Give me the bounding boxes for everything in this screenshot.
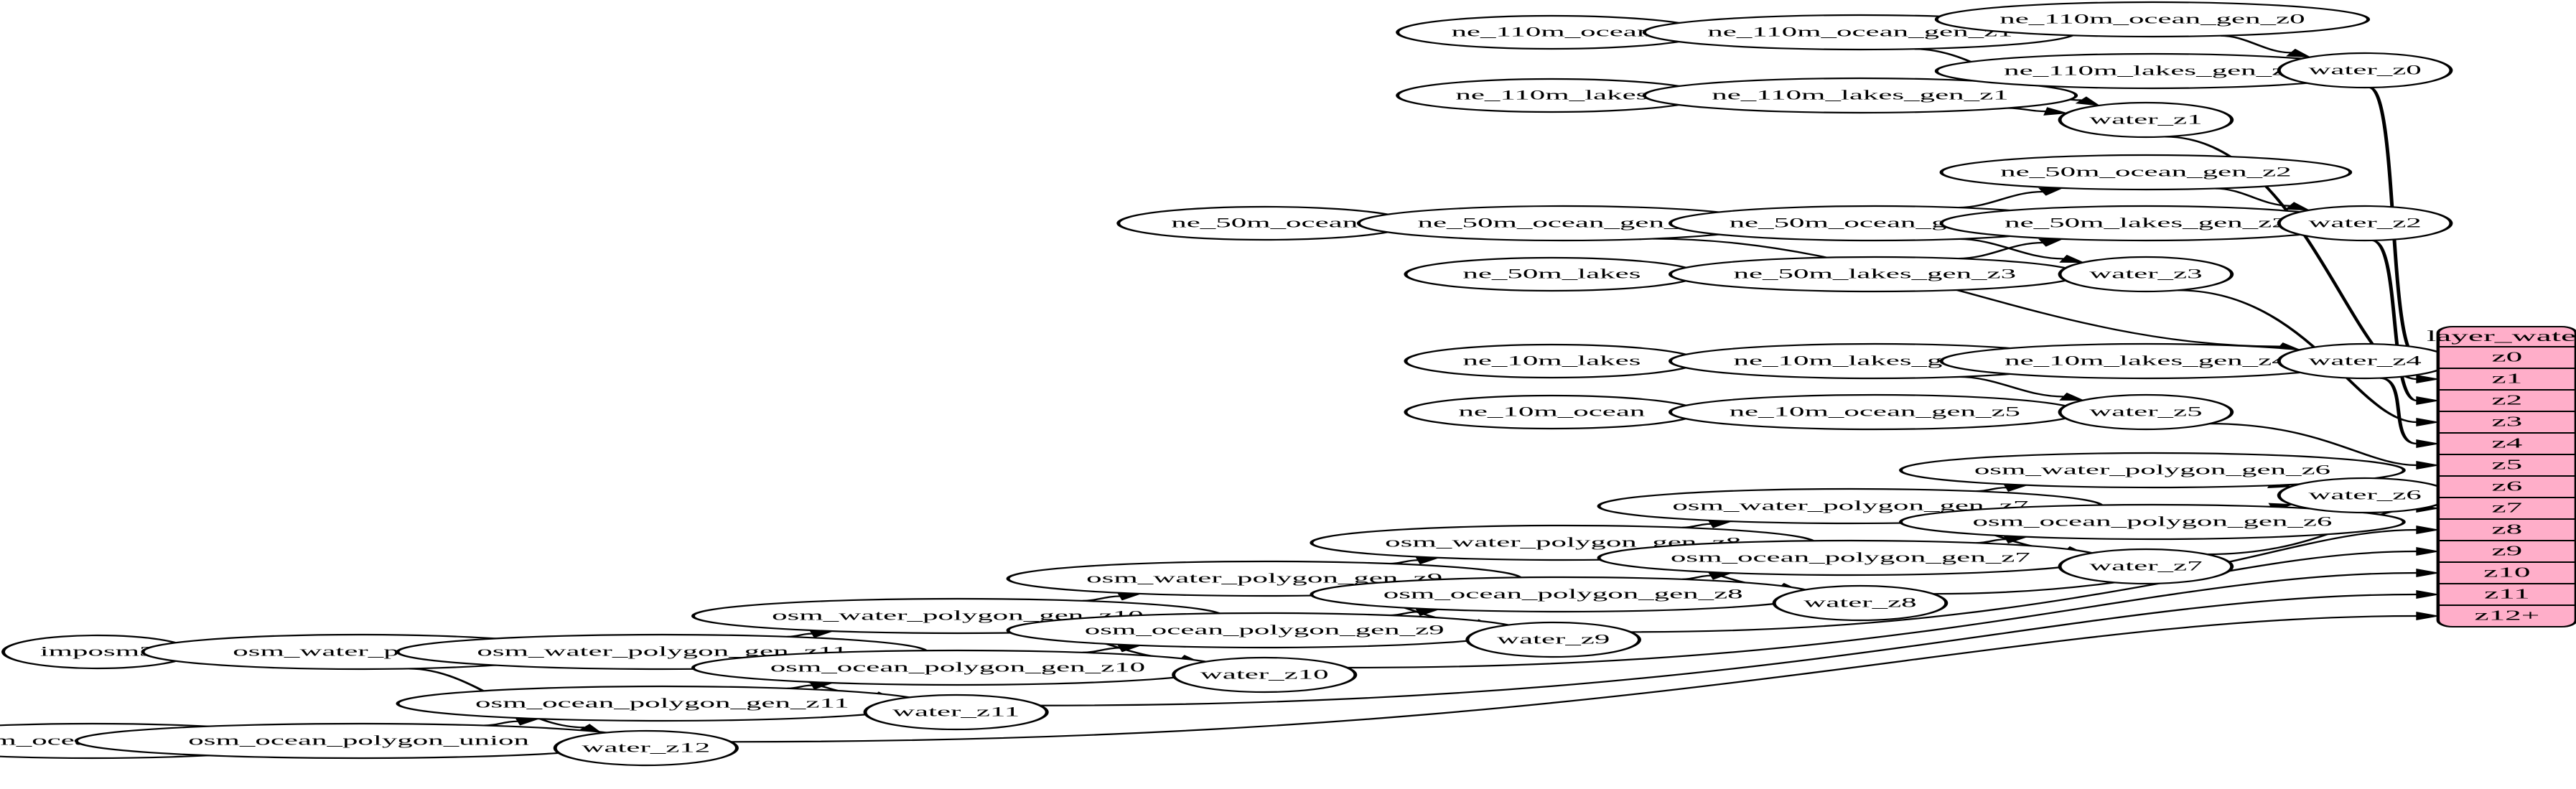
node-water_z9[interactable]: water_z9 <box>1465 621 1641 658</box>
node-shape-ne_110m_ocean_gen_z0 <box>1934 1 2371 38</box>
node-shape-ne_10m_lakes <box>1404 343 1700 379</box>
edge-ne_110m_lakes_gen_z1-to-water_z1 <box>2007 107 2069 116</box>
node-water_z5[interactable]: water_z5 <box>2058 393 2234 431</box>
edge-water_z2-to-row-z2 <box>2371 239 2440 405</box>
node-shape-osm_ocean_polygon_gen_z7 <box>1597 539 2104 576</box>
node-water_z0[interactable]: water_z0 <box>2277 52 2453 89</box>
node-water_z12[interactable]: water_z12 <box>553 729 739 767</box>
node-shape-osm_ocean_polygon_gen_z8 <box>1310 576 1817 613</box>
node-osm_ocean_polygon_gen_z8[interactable]: osm_ocean_polygon_gen_z8 <box>1310 576 1817 613</box>
node-water_z6[interactable]: water_z6 <box>2277 477 2453 514</box>
node-water_z3[interactable]: water_z3 <box>2058 256 2234 293</box>
node-shape-osm_ocean_polygon_gen_z10 <box>691 649 1224 686</box>
node-osm_ocean_polygon_union[interactable]: osm_ocean_polygon_union <box>74 722 643 760</box>
edge-water_z11-to-row-z11 <box>1040 590 2440 706</box>
node-shape-osm_ocean_polygon_gen_z6 <box>1898 503 2406 541</box>
node-shape-water_z1 <box>2058 101 2234 139</box>
node-shape-osm_ocean_polygon_union <box>74 722 643 760</box>
node-shape-ne_10m_ocean_gen_z5 <box>1668 393 2081 431</box>
node-water_z8[interactable]: water_z8 <box>1772 584 1949 622</box>
node-water_z4[interactable]: water_z4 <box>2277 342 2453 380</box>
node-ne_10m_ocean[interactable]: ne_10m_ocean <box>1404 394 1700 430</box>
node-osm_ocean_polygon_gen_z7[interactable]: osm_ocean_polygon_gen_z7 <box>1597 539 2104 576</box>
node-shape-water_z0 <box>2277 52 2453 89</box>
node-shape-water_z11 <box>863 694 1049 731</box>
node-water_z1[interactable]: water_z1 <box>2058 101 2234 139</box>
edge-water_z9-to-row-z9 <box>1630 547 2440 633</box>
edge-water_z10-to-row-z10 <box>1347 569 2440 669</box>
edge-ne_50m_ocean_gen_z3-to-ne_50m_ocean_gen_z2 <box>1958 187 2065 209</box>
node-shape-ne_110m_lakes_gen_z1 <box>1642 77 2078 114</box>
node-shape-water_z10 <box>1172 656 1358 694</box>
node-ne_10m_lakes[interactable]: ne_10m_lakes <box>1404 343 1700 379</box>
node-shape-ne_50m_ocean_gen_z2 <box>1939 154 2353 191</box>
node-shape-water_z9 <box>1465 621 1641 658</box>
edge-ne_50m_ocean_gen_z4-to-water_z4 <box>1653 238 2302 351</box>
node-ne_50m_ocean_gen_z2[interactable]: ne_50m_ocean_gen_z2 <box>1939 154 2353 191</box>
node-shape-water_z5 <box>2058 393 2234 431</box>
node-shape-water_z2 <box>2277 205 2453 242</box>
node-shape-ne_50m_lakes <box>1404 256 1700 292</box>
node-water_z2[interactable]: water_z2 <box>2277 205 2453 242</box>
layer-water-table: layer_waterz0z1z2z3z4z5z6z7z8z9z10z11z12… <box>2427 326 2576 627</box>
node-ne_10m_ocean_gen_z5[interactable]: ne_10m_ocean_gen_z5 <box>1668 393 2081 431</box>
edge-ne_110m_ocean_gen_z0-to-water_z0 <box>2220 34 2312 58</box>
node-shape-water_z4 <box>2277 342 2453 380</box>
edge-water_z12-to-row-z12+ <box>730 612 2440 743</box>
node-shape-osm_ocean_polygon_gen_z9 <box>1006 612 1523 649</box>
node-shape-water_z12 <box>553 729 739 767</box>
edge-ne_10m_lakes_gen_z5-to-water_z5 <box>1958 375 2086 401</box>
node-shape-ne_50m_lakes_gen_z3 <box>1668 256 2081 293</box>
node-shape-osm_ocean_polygon_gen_z11 <box>396 685 929 722</box>
node-water_z11[interactable]: water_z11 <box>863 694 1049 731</box>
node-osm_ocean_polygon_gen_z10[interactable]: osm_ocean_polygon_gen_z10 <box>691 649 1224 686</box>
edge-ne_50m_ocean_gen_z3-to-water_z3 <box>1958 238 2086 263</box>
node-shape-water_z6 <box>2277 477 2453 514</box>
node-water_z7[interactable]: water_z7 <box>2058 548 2234 585</box>
node-osm_ocean_polygon_gen_z9[interactable]: osm_ocean_polygon_gen_z9 <box>1006 612 1523 649</box>
node-ne_50m_lakes[interactable]: ne_50m_lakes <box>1404 256 1700 292</box>
node-osm_ocean_polygon_gen_z11[interactable]: osm_ocean_polygon_gen_z11 <box>396 685 929 722</box>
node-shape-water_z7 <box>2058 548 2234 585</box>
node-ne_110m_ocean_gen_z0[interactable]: ne_110m_ocean_gen_z0 <box>1934 1 2371 38</box>
node-ne_50m_lakes_gen_z3[interactable]: ne_50m_lakes_gen_z3 <box>1668 256 2081 293</box>
node-shape-ne_10m_ocean <box>1404 394 1700 430</box>
node-shape-water_z3 <box>2058 256 2234 293</box>
edge-water_z5-to-row-z5 <box>2209 423 2440 470</box>
node-shape-water_z8 <box>1772 584 1949 622</box>
node-water_z10[interactable]: water_z10 <box>1172 656 1358 694</box>
edge-water_z4-to-row-z4 <box>2379 377 2440 448</box>
node-shape-osm_water_polygon_gen_z6 <box>1898 452 2406 489</box>
